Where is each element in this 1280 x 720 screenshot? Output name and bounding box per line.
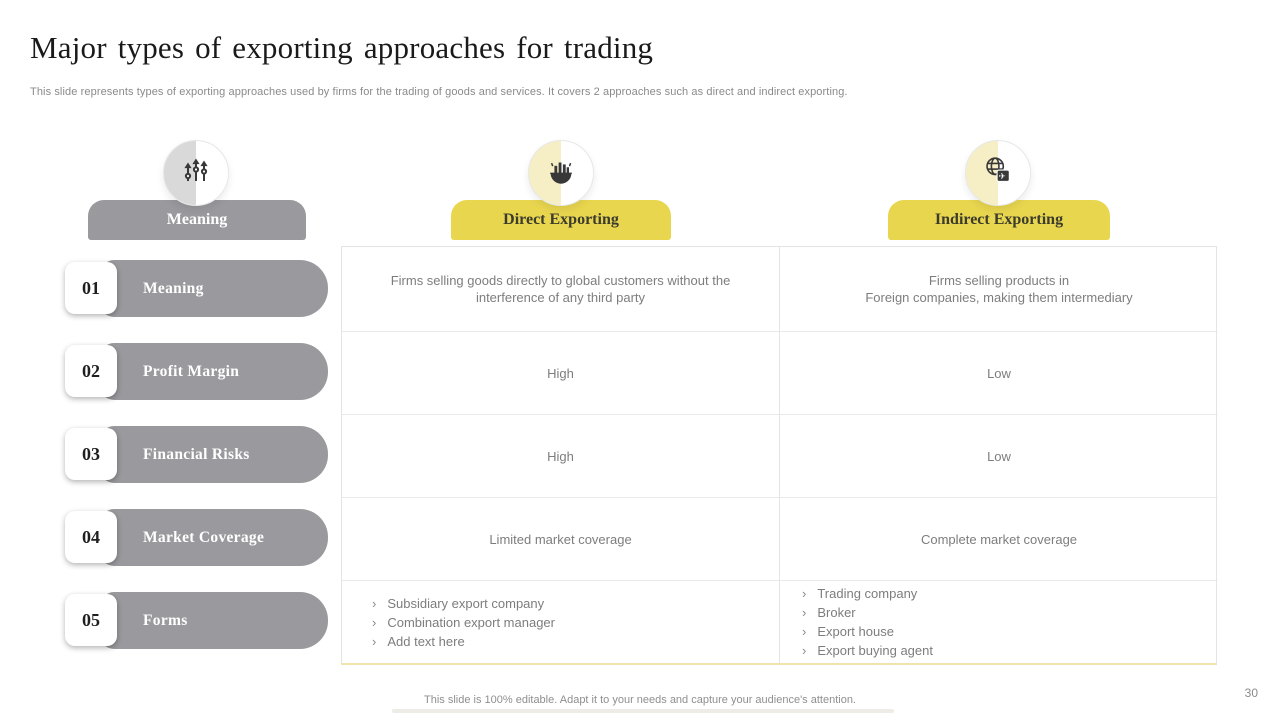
direct-exporting-header-label: Direct Exporting [503, 211, 619, 228]
row-label-forms: 05 Forms [65, 592, 328, 649]
list-item: Broker [802, 603, 933, 622]
list-item: Export house [802, 622, 933, 641]
meaning-header-label: Meaning [166, 211, 228, 228]
row-label-bar [100, 260, 328, 317]
svg-text:✈: ✈ [999, 171, 1007, 181]
footer-note: This slide is 100% editable. Adapt it to… [424, 694, 856, 706]
row-label-text: Forms [143, 611, 188, 629]
row-label-bar [100, 426, 328, 483]
row-label-market-coverage: 04 Market Coverage [65, 509, 328, 566]
page-number: 30 [1244, 686, 1258, 700]
direct-exporting-icon-circle [528, 140, 594, 206]
row-label-profit-margin: 02 Profit Margin [65, 343, 328, 400]
meaning-column-header: Meaning [88, 200, 306, 240]
row-label-text: Market Coverage [143, 528, 265, 546]
cell-direct-profit-margin: High [342, 331, 780, 414]
cell-indirect-forms: Trading company Broker Export house Expo… [780, 580, 1218, 663]
cell-indirect-market-coverage: Complete market coverage [780, 497, 1218, 580]
row-label-bar [100, 592, 328, 649]
cell-direct-market-coverage: Limited market coverage [342, 497, 780, 580]
footer-highlight-strip [392, 709, 894, 713]
cell-direct-meaning: Firms selling goods directly to global c… [342, 247, 780, 331]
meaning-icon-circle [163, 140, 229, 206]
row-label-meaning: 01 Meaning [65, 260, 328, 317]
indirect-forms-list: Trading company Broker Export house Expo… [802, 584, 933, 660]
list-item: Combination export manager [372, 613, 555, 632]
row-number-badge: 05 [65, 594, 117, 646]
globe-city-icon [545, 155, 577, 192]
row-label-text: Profit Margin [143, 362, 240, 380]
page-title: Major types of exporting approaches for … [30, 30, 654, 65]
list-item: Trading company [802, 584, 933, 603]
cell-indirect-profit-margin: Low [780, 331, 1218, 414]
comparison-table: Firms selling goods directly to global c… [341, 246, 1218, 665]
row-number-badge: 04 [65, 511, 117, 563]
row-number-badge: 01 [65, 262, 117, 314]
cell-indirect-financial-risks: Low [780, 414, 1218, 497]
list-item: Export buying agent [802, 641, 933, 660]
row-label-bar [100, 509, 328, 566]
row-label-text: Financial Risks [143, 445, 250, 463]
growth-arrows-icon [181, 156, 211, 191]
cell-direct-forms: Subsidiary export company Combination ex… [342, 580, 780, 663]
direct-forms-list: Subsidiary export company Combination ex… [372, 594, 555, 651]
direct-exporting-column-header: Direct Exporting [451, 200, 671, 240]
row-label-financial-risks: 03 Financial Risks [65, 426, 328, 483]
row-label-text: Meaning [143, 279, 204, 297]
indirect-exporting-icon-circle: ✈ [965, 140, 1031, 206]
list-item: Subsidiary export company [372, 594, 555, 613]
indirect-exporting-column-header: Indirect Exporting [888, 200, 1110, 240]
cell-direct-financial-risks: High [342, 414, 780, 497]
indirect-exporting-header-label: Indirect Exporting [934, 211, 1064, 228]
row-number-badge: 03 [65, 428, 117, 480]
page-subtitle: This slide represents types of exporting… [30, 86, 848, 98]
cell-indirect-meaning: Firms selling products in Foreign compan… [865, 273, 1133, 305]
row-label-bar [100, 343, 328, 400]
row-number-badge: 02 [65, 345, 117, 397]
globe-plane-icon: ✈ [981, 154, 1015, 193]
list-item: Add text here [372, 632, 555, 651]
